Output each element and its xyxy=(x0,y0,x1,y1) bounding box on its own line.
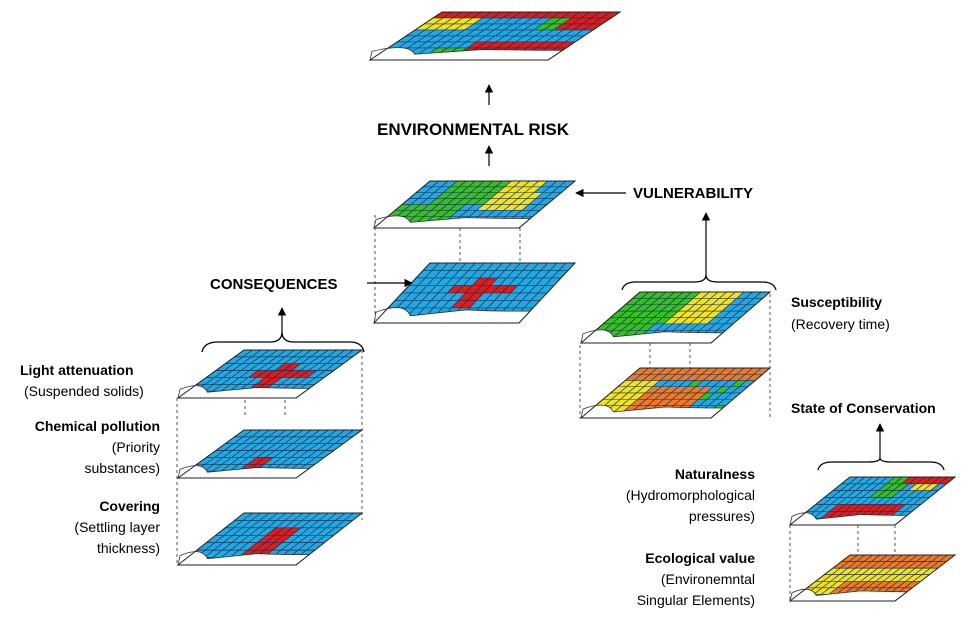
covering-title: Covering xyxy=(99,498,160,514)
map-outline xyxy=(372,262,577,324)
naturalness-title: Naturalness xyxy=(675,466,755,482)
light-attenuation-sub: (Suspended solids) xyxy=(24,383,144,399)
covering-sub1: (Settling layer xyxy=(74,519,160,535)
land-area xyxy=(373,307,532,324)
susceptibility-sub: (Recovery time) xyxy=(791,316,890,332)
map-layer-ecological xyxy=(788,554,957,602)
ecological-value-title: Ecological value xyxy=(645,550,755,566)
vulnerability-label: VULNERABILITY xyxy=(633,185,753,202)
flow-arrows xyxy=(277,84,885,458)
map-layers xyxy=(176,11,957,602)
map-outline xyxy=(788,554,957,602)
conservation-brace xyxy=(817,457,945,471)
land-area xyxy=(789,588,909,602)
land-area xyxy=(177,385,311,399)
map-outline xyxy=(372,180,577,229)
ecological-value-sub2: Singular Elements) xyxy=(637,592,755,608)
light-attenuation-title: Light attenuation xyxy=(20,362,134,378)
naturalness-sub1: (Hydromorphological xyxy=(626,487,755,503)
map-layer-recovery-base xyxy=(579,367,772,419)
covering-sub2: thickness) xyxy=(97,540,160,556)
land-area xyxy=(580,404,724,419)
chemical-pollution-sub1: (Priority xyxy=(112,439,160,455)
map-layer-light xyxy=(176,349,364,399)
map-outline xyxy=(579,291,772,344)
map-layer-chemical xyxy=(176,429,364,479)
map-layer-risk xyxy=(368,11,622,61)
land-area xyxy=(373,215,532,229)
susceptibility-title: Susceptibility xyxy=(791,294,882,310)
grouping-braces xyxy=(201,274,945,471)
land-area xyxy=(177,465,311,479)
ecological-value-sub1: (Environemntal xyxy=(661,571,755,587)
chemical-pollution-title: Chemical pollution xyxy=(35,418,160,434)
map-layer-naturalness xyxy=(788,476,957,526)
map-outline xyxy=(176,512,364,566)
map-layer-covering xyxy=(176,512,364,566)
chemical-pollution-sub2: substances) xyxy=(85,460,160,476)
land-area xyxy=(369,47,564,61)
map-layer-consequences xyxy=(372,262,577,324)
land-area xyxy=(580,329,724,344)
map-outline xyxy=(176,349,364,399)
map-layer-susceptibility xyxy=(579,291,772,344)
state-of-conservation-label: State of Conservation xyxy=(791,400,936,416)
land-area xyxy=(177,551,311,566)
map-layer-vulnerability xyxy=(372,180,577,229)
naturalness-sub2: pressures) xyxy=(689,508,755,524)
left-brace xyxy=(201,331,365,353)
land-area xyxy=(789,512,909,526)
environmental-risk-label: ENVIRONMENTAL RISK xyxy=(377,120,570,139)
map-outline xyxy=(368,11,622,61)
connector-lines xyxy=(176,215,896,600)
map-outline xyxy=(176,429,364,479)
right-brace xyxy=(621,274,777,291)
consequences-label: CONSEQUENCES xyxy=(210,276,338,293)
map-outline xyxy=(579,367,772,419)
